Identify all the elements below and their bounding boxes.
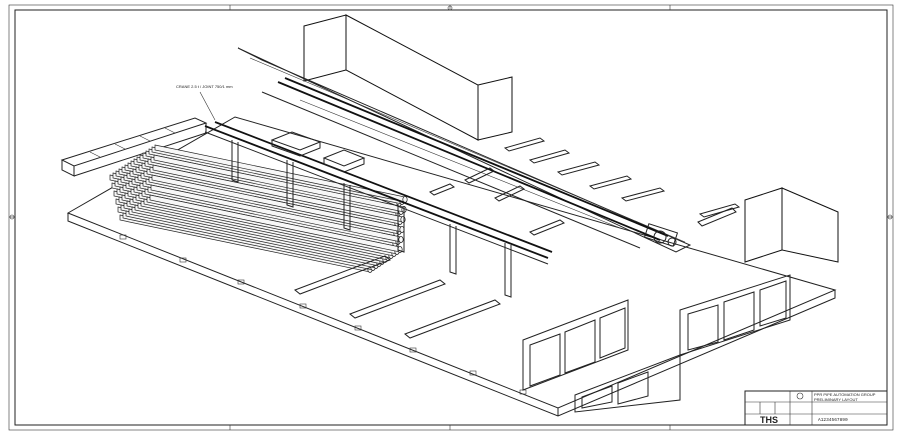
- transfer-arms: [428, 137, 741, 236]
- drawing-number: A1234567890: [818, 417, 848, 423]
- title-line-2: PRELIMINARY LAYOUT: [814, 397, 858, 402]
- conveyor-supports: [231, 140, 512, 298]
- company-seal-icon: [796, 392, 804, 400]
- callout: CRANE 2.5 t / JOINT 750/1 mm: [176, 84, 233, 121]
- floor-slab: [66, 116, 837, 417]
- pipe-end: [398, 236, 404, 243]
- floor-rails: [294, 207, 737, 339]
- conveyor-line-lower: [204, 121, 553, 265]
- right-wall-panel: [744, 187, 839, 263]
- packages: [270, 131, 366, 173]
- title-block: PPR PIPE AUTOMATION GROUP PRELIMINARY LA…: [744, 390, 888, 426]
- back-wall-panel: [303, 14, 513, 141]
- conveyor-line-upper: [237, 47, 692, 253]
- callout-label: CRANE 2.5 t / JOINT 750/1 mm: [176, 84, 233, 89]
- guard-fence: [522, 274, 791, 413]
- pipe-end: [400, 216, 406, 223]
- sheet-border: [8, 4, 894, 431]
- title-line-1: PPR PIPE AUTOMATION GROUP: [814, 392, 876, 397]
- company-logo: THS: [760, 415, 778, 425]
- pipe-stack: [109, 144, 408, 273]
